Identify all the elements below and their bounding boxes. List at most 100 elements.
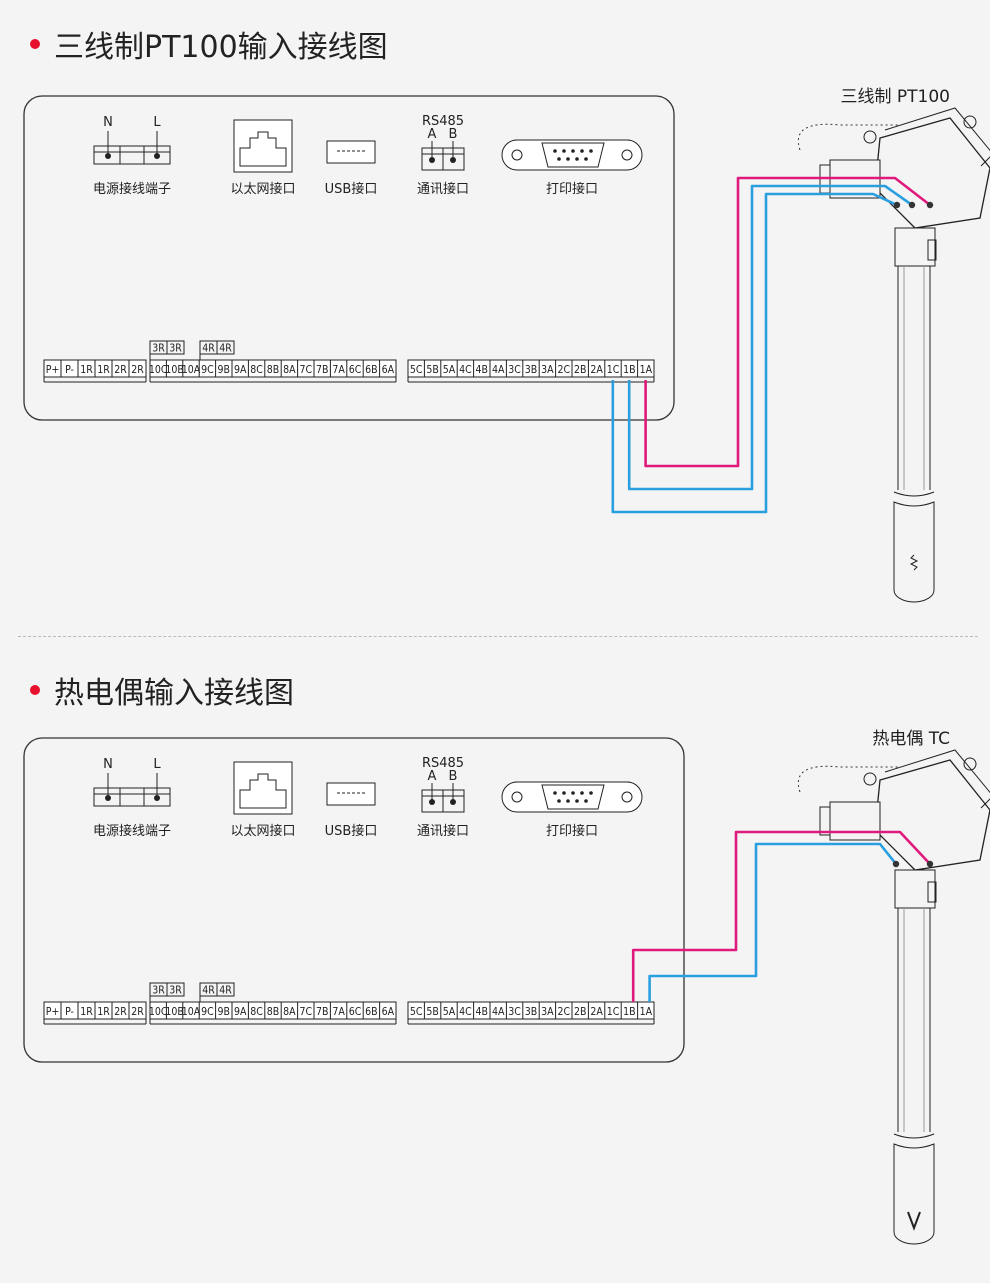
db9-pin (584, 157, 588, 161)
terminal-label: 2R (131, 364, 144, 376)
probe-lid (884, 107, 990, 167)
terminal-label: 2B (574, 364, 587, 376)
terminal-label: 10C (149, 364, 168, 376)
terminal-label: 7C (299, 1006, 312, 1018)
power-n-label: N (103, 115, 113, 130)
terminal-screw (450, 157, 456, 163)
terminal-label: 6A (382, 1006, 395, 1018)
probe-break (893, 491, 935, 497)
db9-pin (553, 149, 557, 153)
terminal-label: 4A (492, 364, 505, 376)
extra-terminal-label: 4R (219, 985, 232, 997)
terminal-screw (105, 153, 111, 159)
terminal-label: 1R (80, 364, 93, 376)
db9-screw (621, 791, 633, 803)
db9-pin (562, 791, 566, 795)
terminal-label: 8B (267, 1006, 280, 1018)
db9-pin (557, 799, 561, 803)
ethernet-label: 以太网接口 (230, 181, 295, 197)
terminal-label: 8A (283, 1006, 296, 1018)
extra-terminal-label: 3R (169, 343, 182, 355)
terminal-label: 10B (165, 1006, 184, 1018)
extra-terminal (166, 340, 185, 355)
terminal-label: 2C (557, 1006, 570, 1018)
probe-terminal-dot (893, 201, 901, 209)
print-label: 打印接口 (546, 181, 598, 197)
extra-terminal (216, 340, 235, 355)
power-l-label: L (153, 757, 161, 772)
terminal-label: 3B (525, 364, 538, 376)
extra-terminal-label: 4R (202, 985, 215, 997)
rs485-label: RS485 (422, 756, 464, 771)
terminal-label: 1A (640, 364, 653, 376)
db9-pin (553, 791, 557, 795)
terminal-label: 6B (365, 1006, 378, 1018)
terminal-label: 1A (640, 1006, 653, 1018)
db9-screw (511, 149, 523, 161)
terminal-label: 7A (332, 364, 345, 376)
comm-label: 通讯接口 (417, 181, 469, 197)
db9-screw (511, 791, 523, 803)
terminal-label: 1C (607, 1006, 620, 1018)
wire-blue (648, 842, 898, 1002)
section-title-tc: 热电偶输入接线图 (30, 668, 294, 712)
terminal-label: 8B (267, 364, 280, 376)
probe-chain (798, 123, 900, 151)
probe-screw (863, 130, 877, 144)
db9-screw (621, 149, 633, 161)
probe-screw (963, 115, 977, 129)
probe-terminal-dot (908, 201, 916, 209)
db9-pin (580, 791, 584, 795)
terminal-screw (429, 799, 435, 805)
terminal-group-2 (149, 1001, 397, 1020)
probe-gland (829, 801, 881, 841)
terminal-label: 3A (541, 1006, 554, 1018)
terminal-label: 10A (182, 364, 201, 376)
power-terminal-label: 电源接线端子 (93, 181, 171, 197)
probe-label: 热电偶 TC (872, 729, 950, 749)
db9-pin (571, 149, 575, 153)
terminal-label: 6B (365, 364, 378, 376)
extra-terminal-label: 3R (152, 343, 165, 355)
terminal-label: 2R (114, 364, 127, 376)
terminal-label: 8A (283, 364, 296, 376)
rs485-a-label: A (428, 127, 437, 142)
db9-port-icon (501, 139, 643, 171)
db9-shell (541, 142, 605, 168)
rs485-a-label: A (428, 769, 437, 784)
probe-terminal-dot (926, 201, 934, 209)
db9-pin (566, 799, 570, 803)
probe-terminal-dot (926, 860, 934, 868)
terminal-label: 4C (459, 1006, 472, 1018)
probe-icon (874, 759, 990, 871)
probe-icon (874, 117, 990, 229)
probe-screw (863, 772, 877, 786)
db9-pin (571, 791, 575, 795)
terminal-group-3 (407, 359, 655, 378)
terminal-label: 5B (426, 364, 439, 376)
db9-pin (575, 799, 579, 803)
terminal-label: 5C (410, 1006, 423, 1018)
terminal-label: 4B (476, 364, 489, 376)
controller-panel (23, 737, 685, 1063)
probe-screw (963, 757, 977, 771)
terminal-screw (154, 795, 160, 801)
probe-tip (893, 1143, 935, 1245)
extra-terminal-label: 3R (169, 985, 182, 997)
rs485-b-label: B (449, 769, 458, 784)
terminal-label: 5A (443, 1006, 456, 1018)
probe-neck-mark (927, 881, 937, 903)
terminal-screw (154, 153, 160, 159)
terminal-label: 5A (443, 364, 456, 376)
terminal-label: 7A (332, 1006, 345, 1018)
terminal-label: 8C (250, 364, 263, 376)
comm-label: 通讯接口 (417, 823, 469, 839)
db9-pin (589, 149, 593, 153)
terminal-label: P- (65, 1006, 74, 1018)
terminal-label: 4C (459, 364, 472, 376)
ethernet-port-icon (233, 761, 293, 815)
terminal-label: 9B (218, 1006, 231, 1018)
probe-tip (893, 501, 935, 603)
usb-label: USB接口 (325, 823, 378, 839)
db9-pin (575, 157, 579, 161)
